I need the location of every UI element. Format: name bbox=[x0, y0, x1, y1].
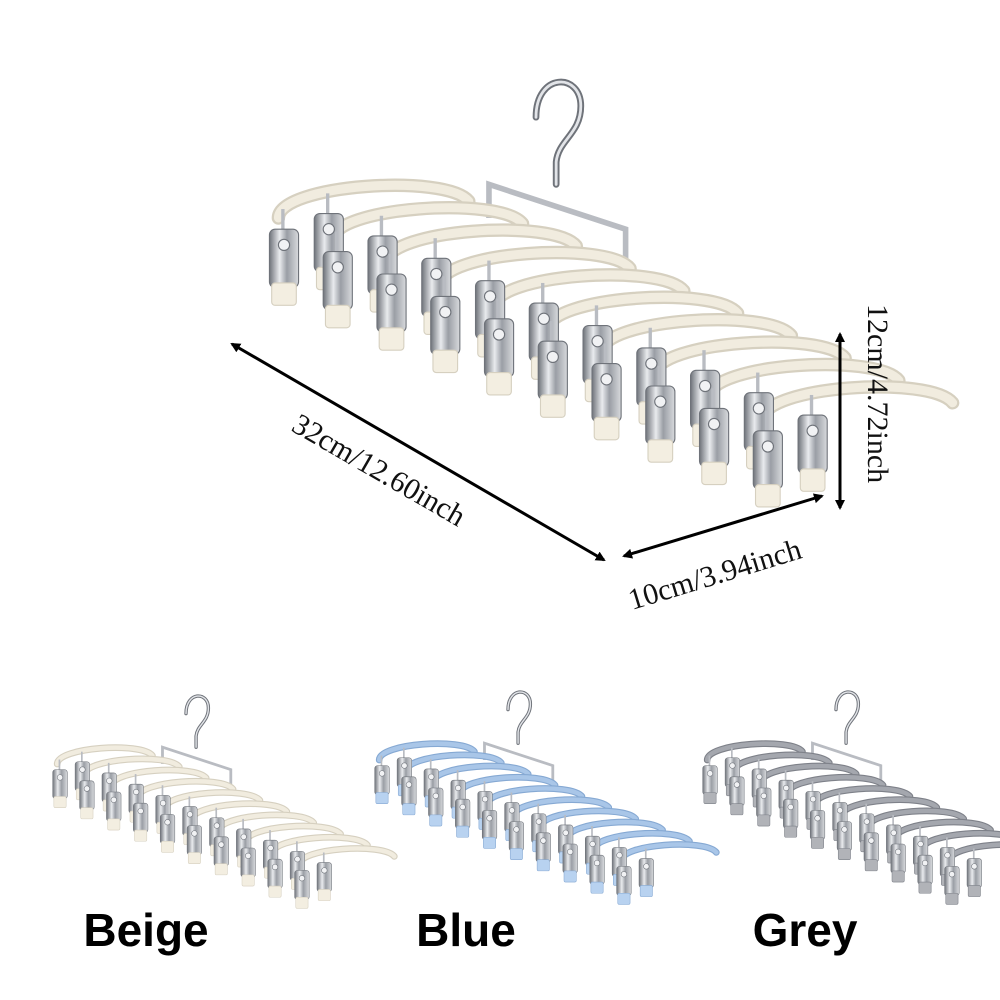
variant-label-grey[interactable]: Grey bbox=[752, 904, 858, 956]
hanger-thumbnail-grey[interactable] bbox=[702, 690, 1000, 905]
hanger-thumbnail-blue[interactable] bbox=[374, 690, 720, 905]
main-hanger-image bbox=[268, 78, 960, 508]
hanger-thumbnail-beige[interactable] bbox=[52, 694, 398, 909]
length-label: 32cm/12.60inch bbox=[287, 407, 472, 533]
variant-label-beige[interactable]: Beige bbox=[83, 904, 209, 956]
variant-label-blue[interactable]: Blue bbox=[416, 904, 516, 956]
length-arrow bbox=[230, 342, 606, 562]
width-label: 10cm/3.94inch bbox=[624, 533, 805, 617]
width-arrow bbox=[622, 493, 824, 559]
height-label: 12cm/4.72inch bbox=[861, 304, 894, 483]
